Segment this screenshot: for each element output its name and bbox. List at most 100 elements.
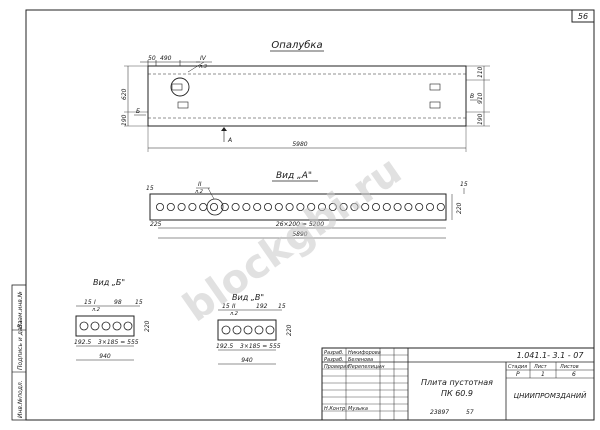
hollow-core xyxy=(101,321,111,331)
view-b-hollow-cores xyxy=(79,321,133,331)
view-v-d-bot1: 192.5 xyxy=(216,343,233,350)
section-iv: IV xyxy=(200,55,207,62)
head-sheets: Листов xyxy=(559,364,579,370)
hollow-core xyxy=(265,325,275,335)
dim-top-490: 490 xyxy=(160,55,172,62)
view-b-d-bot2: 3×185 = 555 xyxy=(98,339,139,346)
view-b-d-right: 15 xyxy=(135,299,143,306)
row-name-0: Никифорова xyxy=(348,350,381,356)
hollow-core xyxy=(254,325,264,335)
view-v-d-left: 15 xyxy=(222,303,230,310)
dim-right-190: 190 xyxy=(477,113,484,125)
sheet-number: 56 xyxy=(578,12,588,21)
hollow-core xyxy=(243,325,253,335)
view-v-height: 220 xyxy=(286,324,293,336)
view-b-title: Вид „Б" xyxy=(93,278,125,287)
view-a-left-end: 15 xyxy=(146,185,154,192)
doc-name-line2: ПК 60.9 xyxy=(441,389,473,398)
side-stamp: Инв.№подл. Подпись и дата Взам.инв.№ xyxy=(11,284,27,421)
dim-left-620: 620 xyxy=(121,88,128,100)
lifting-loop-callout xyxy=(170,77,190,97)
head-sheet: Лист xyxy=(533,364,548,370)
hollow-core xyxy=(361,202,370,211)
row-role-2: Проверил xyxy=(324,364,350,370)
hollow-core xyxy=(285,202,294,211)
view-b: 15 I л.2 98 15 220 192.5 3×185 = 555 940 xyxy=(74,299,151,361)
sheet-number-box xyxy=(571,9,595,23)
marker-b: Б xyxy=(136,108,140,115)
hollow-core xyxy=(393,202,402,211)
view-b-roman: I xyxy=(94,299,96,306)
hollow-core xyxy=(232,325,242,335)
view-a-right-end: 15 xyxy=(460,181,468,188)
hollow-core xyxy=(274,202,283,211)
hollow-core xyxy=(199,202,208,211)
row-role-0: Разраб. xyxy=(324,350,344,356)
formwork-title: Опалубка xyxy=(271,39,322,51)
row-name-4: Музыка xyxy=(348,406,368,412)
view-a-section xyxy=(149,193,447,221)
hollow-core xyxy=(209,202,218,211)
bottom-num-1: 23897 xyxy=(430,409,449,416)
side-stamp-inv: Инв.№подл. xyxy=(17,380,24,418)
marker-v: В xyxy=(470,93,474,100)
hollow-core xyxy=(155,202,164,211)
view-b-d-left: 15 xyxy=(84,299,92,306)
view-b-height: 220 xyxy=(144,320,151,332)
view-v-d-bot2: 3×185 = 555 xyxy=(240,343,281,350)
hollow-core xyxy=(382,202,391,211)
hollow-core xyxy=(339,202,348,211)
hollow-core xyxy=(350,202,359,211)
formwork-plan: 50 490 IV л.3 620 190 Б 110 910 190 В А xyxy=(121,55,490,152)
head-stage: Стадия xyxy=(508,364,527,370)
title-block: 1.041.1- 3.1 - 07 Плита пустотная ПК 60.… xyxy=(321,347,595,421)
dim-length-5980: 5980 xyxy=(292,141,307,148)
hollow-core xyxy=(371,202,380,211)
row-role-4: Н.Контр. xyxy=(324,406,347,412)
dim-left-190: 190 xyxy=(121,114,128,126)
hollow-core xyxy=(242,202,251,211)
hollow-core xyxy=(231,202,240,211)
doc-code: 1.041.1- 3.1 - 07 xyxy=(517,351,585,360)
hollow-core xyxy=(90,321,100,331)
view-v-width: 940 xyxy=(241,357,253,364)
dim-right-110: 110 xyxy=(477,66,484,78)
hollow-core xyxy=(79,321,89,331)
hollow-core xyxy=(307,202,316,211)
val-stage: Р xyxy=(516,371,520,378)
section-iv-sheet: л.3 xyxy=(198,64,207,70)
view-b-d-mid: 98 xyxy=(114,299,122,306)
outer-frame xyxy=(25,9,595,421)
dim-right-910: 910 xyxy=(477,92,484,104)
hollow-core xyxy=(404,202,413,211)
view-a-callout xyxy=(206,198,224,216)
view-v-roman-sheet: л.2 xyxy=(229,311,238,317)
hollow-core xyxy=(123,321,133,331)
view-a-holes-dims: 26×200 = 5200 xyxy=(276,221,324,228)
hollow-core xyxy=(166,202,175,211)
side-stamp-signature: Подпись и дата xyxy=(17,320,24,370)
view-a-start: 225 xyxy=(150,221,162,228)
view-b-d-bot1: 192.5 xyxy=(74,339,91,346)
hollow-core xyxy=(263,202,272,211)
bottom-num-2: 57 xyxy=(466,409,474,416)
view-v-roman: II xyxy=(232,303,236,310)
hollow-core xyxy=(177,202,186,211)
view-a-roman: II xyxy=(198,181,202,188)
view-a: II л.2 15 15 220 225 26×200 = 5200 5890 xyxy=(146,181,468,239)
hollow-core xyxy=(328,202,337,211)
hollow-core xyxy=(253,202,262,211)
view-b-section xyxy=(75,315,135,337)
hollow-core xyxy=(415,202,424,211)
marker-a: А xyxy=(227,137,232,144)
view-b-roman-sheet: л.2 xyxy=(91,307,100,313)
view-a-title: Вид „А" xyxy=(276,171,312,181)
val-sheet: 1 xyxy=(541,371,545,378)
hollow-core xyxy=(112,321,122,331)
hollow-core xyxy=(436,202,445,211)
view-b-width: 940 xyxy=(99,353,111,360)
hollow-core xyxy=(317,202,326,211)
row-name-1: Беленова xyxy=(348,357,373,363)
view-v: 15 II л.2 192 15 220 192.5 3×185 = 555 9… xyxy=(216,303,293,365)
